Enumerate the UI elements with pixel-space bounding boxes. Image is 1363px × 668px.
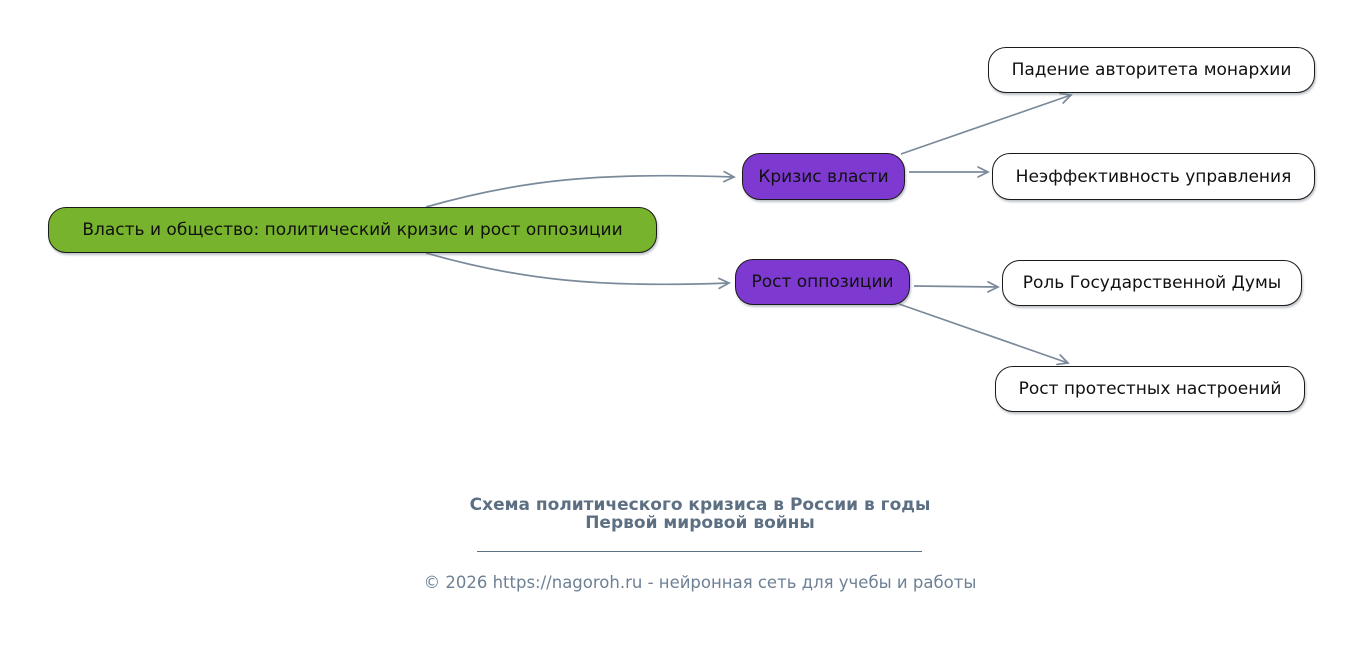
connector-root-to-crisis [425, 170, 736, 208]
branch-node-crisis: Кризис власти [742, 153, 905, 200]
connector-root-to-opposition [425, 252, 731, 290]
leaf-node-state-duma-role: Роль Государственной Думы [1002, 260, 1302, 306]
connector-crisis-to-monarchy [900, 92, 1073, 155]
leaf-node-management-inefficiency: Неэффективность управления [992, 153, 1315, 200]
diagram-caption-line1: Схема политического кризиса в России в г… [469, 495, 931, 515]
root-node: Власть и общество: политический кризис и… [48, 207, 657, 253]
branch-node-opposition: Рост оппозиции [735, 259, 910, 305]
connector-opposition-to-protest [898, 303, 1070, 366]
diagram-caption: Схема политического кризиса в России в г… [350, 495, 1050, 533]
diagram-caption-line2: Первой мировой войны [585, 512, 815, 533]
caption-divider [477, 551, 922, 552]
leaf-node-protest-moods: Рост протестных настроений [995, 366, 1305, 412]
connector-opposition-to-duma [913, 281, 1000, 293]
copyright-text: © 2026 https://nagoroh.ru - нейронная се… [423, 573, 977, 592]
leaf-node-monarchy-authority: Падение авторитета монархии [988, 47, 1315, 93]
